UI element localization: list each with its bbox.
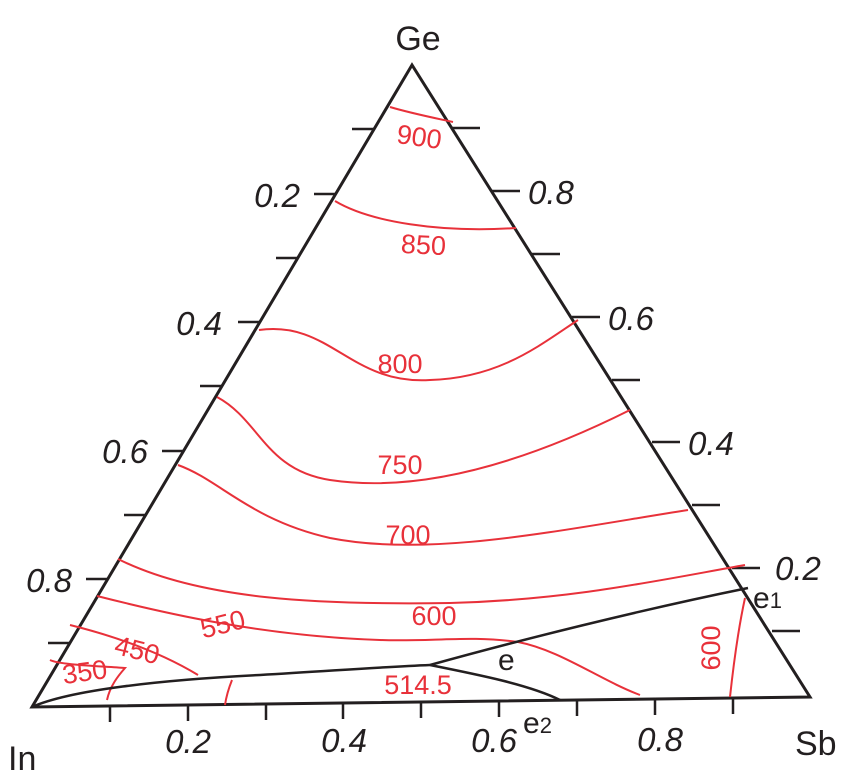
bottom-axis-label: 0.8 [637, 721, 684, 758]
invariant-point-e2: e2 [523, 707, 552, 740]
boundary-curves [31, 586, 749, 709]
boundary-e-to-e1 [429, 586, 749, 667]
left-axis-label: 0.2 [254, 177, 300, 214]
boundary-in-to-e [31, 663, 431, 709]
left-axis-label: 0.4 [176, 305, 222, 342]
isotherm-label: 514.5 [384, 670, 452, 700]
right-axis-label: 0.2 [775, 550, 821, 587]
isotherm-label: 750 [377, 450, 422, 480]
isotherm-800 [258, 319, 579, 382]
isotherm-label: 450 [112, 630, 163, 670]
bottom-axis-ticks [108, 698, 735, 722]
isotherm-750 [216, 396, 631, 485]
right-axis-label: 0.8 [528, 174, 575, 211]
right-axis-ticks [452, 126, 800, 633]
isotherm-550 [96, 595, 641, 696]
isotherm-label: 550 [197, 604, 248, 644]
vertex-label-sb: Sb [795, 725, 837, 763]
isotherm-514-5-edge [224, 679, 233, 706]
bottom-axis-label: 0.4 [321, 722, 367, 759]
left-axis-label: 0.8 [26, 562, 73, 599]
invariant-point-e1: e1 [753, 582, 782, 615]
bottom-axis-label: 0.6 [471, 722, 518, 759]
isotherm-600-main [117, 558, 746, 605]
isotherm-label: 600 [696, 625, 726, 670]
right-axis-label: 0.6 [608, 300, 655, 337]
isotherm-850 [334, 200, 517, 231]
left-axis-label: 0.6 [102, 433, 149, 470]
isotherm-label: 850 [400, 229, 447, 261]
vertex-label-ge: Ge [395, 20, 440, 58]
isotherm-900 [389, 106, 454, 123]
isotherm-label: 350 [60, 654, 109, 690]
isotherm-label: 800 [377, 349, 422, 379]
invariant-point-e: e [498, 644, 515, 677]
isotherm-450 [69, 624, 199, 676]
isotherm-label: 600 [411, 601, 456, 631]
boundary-e-to-e2 [429, 663, 561, 702]
isotherm-700 [177, 464, 689, 546]
isotherm-curves [49, 106, 746, 706]
isotherm-label: 700 [385, 520, 430, 550]
isotherm-label: 900 [395, 119, 444, 155]
right-axis-label: 0.4 [688, 425, 734, 462]
vertex-label-in: In [8, 740, 36, 774]
isotherm-600-right [729, 597, 746, 698]
left-axis-ticks [48, 127, 374, 645]
bottom-axis-label: 0.2 [165, 723, 211, 760]
